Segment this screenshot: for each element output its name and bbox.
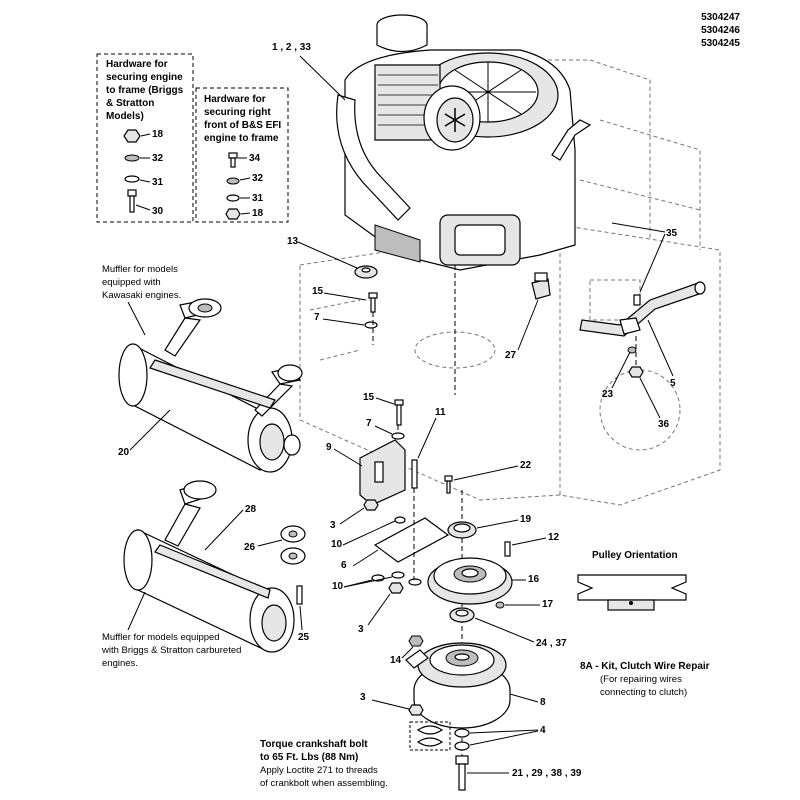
callout-1-2-33: 1 , 2 , 33: [272, 42, 311, 53]
callout-12: 12: [548, 532, 560, 543]
hose-assembly: 5 23 36: [579, 281, 706, 430]
callout-3: 3: [360, 692, 366, 703]
callout-24-37: 24 , 37: [536, 638, 567, 649]
callout-32: 32: [252, 173, 264, 184]
callout-3: 3: [358, 624, 364, 635]
callout-28: 28: [245, 504, 257, 515]
torque-title-line: to 65 Ft. Lbs (88 Nm): [260, 752, 358, 763]
pulley-orientation: Pulley Orientation: [577, 550, 687, 611]
callout-8: 8: [540, 697, 546, 708]
box-title-line: engine to frame: [204, 133, 279, 144]
callout-36: 36: [658, 419, 670, 430]
nut-icon: [225, 208, 241, 220]
pulley-clutch-stack: 19 12 16 17 24 , 37 14 8 3: [360, 490, 582, 791]
clutch-kit-title: 8A - Kit, Clutch Wire Repair: [580, 661, 710, 672]
fuel-fitting: 27: [505, 272, 551, 361]
callout-11: 11: [435, 407, 446, 418]
hardware-box-briggs: Hardware for securing engine to frame (B…: [96, 53, 194, 223]
box-title-line: securing engine: [106, 72, 183, 83]
pulley-orientation-title: Pulley Orientation: [592, 550, 678, 561]
callout-3: 3: [330, 520, 336, 531]
callout-16: 16: [528, 574, 540, 585]
idler-bracket-assembly: 15 7 9 11 22 3 10 6 10 3: [326, 392, 532, 635]
callout-21-29-38-39: 21 , 29 , 38 , 39: [512, 768, 582, 779]
lock-washer-icon: [226, 177, 240, 185]
note-line: with Briggs & Stratton carbureted: [101, 645, 241, 656]
callout-9: 9: [326, 442, 332, 453]
flat-washer-icon: [124, 175, 140, 183]
box-title-line: securing right: [204, 107, 271, 118]
callout-18: 18: [152, 129, 164, 140]
torque-note: Torque crankshaft bolt to 65 Ft. Lbs (88…: [260, 739, 388, 789]
callout-10: 10: [332, 581, 344, 592]
callout-7: 7: [314, 312, 320, 323]
model-number: 5304246: [701, 25, 740, 36]
engine: [336, 14, 592, 271]
note-line: Kawasaki engines.: [102, 290, 181, 301]
nut-icon: [123, 129, 141, 143]
model-numbers: 5304247 5304246 5304245: [701, 12, 740, 49]
callout-15: 15: [363, 392, 375, 403]
callout-7: 7: [366, 418, 372, 429]
callout-15: 15: [312, 286, 324, 297]
callout-25: 25: [298, 632, 310, 643]
crank-bolt: [455, 755, 469, 791]
callout-31: 31: [252, 193, 264, 204]
callout-17: 17: [542, 599, 554, 610]
bolt-icon: [228, 152, 238, 168]
torque-title-line: Torque crankshaft bolt: [260, 739, 368, 750]
box-title-line: to frame (Briggs: [106, 85, 184, 96]
callout-31: 31: [152, 177, 164, 188]
note-line: engines.: [102, 658, 138, 669]
box-title-line: Hardware for: [204, 94, 266, 105]
hardware-box-efi: Hardware for securing right front of B&S…: [195, 87, 289, 223]
note-line: Muffler for models: [102, 264, 178, 275]
callout-5: 5: [670, 378, 676, 389]
callout-4: 4: [540, 725, 546, 736]
callout-6: 6: [341, 560, 347, 571]
muffler-kawasaki: Muffler for models equipped with Kawasak…: [102, 264, 303, 473]
callout-23: 23: [602, 389, 614, 400]
torque-desc-line: Apply Loctite 271 to threads: [260, 765, 378, 776]
clutch-kit-note: 8A - Kit, Clutch Wire Repair (For repair…: [580, 661, 710, 698]
model-number: 5304247: [701, 12, 740, 23]
model-number: 5304245: [701, 38, 740, 49]
engine-mount-hardware: 13 15 7: [287, 236, 456, 395]
spacer-pair: [409, 721, 451, 751]
callout-27: 27: [505, 350, 517, 361]
callout-14: 14: [390, 655, 402, 666]
callout-30: 30: [152, 206, 164, 217]
callout-26: 26: [244, 542, 256, 553]
mower-frame: [299, 59, 721, 506]
callout-32: 32: [152, 153, 164, 164]
flat-washer-icon: [226, 194, 240, 202]
clutch-kit-desc: (For repairing wires: [600, 674, 682, 685]
note-line: equipped with: [102, 277, 161, 288]
callout-19: 19: [520, 514, 532, 525]
callout-18: 18: [252, 208, 264, 219]
callout-22: 22: [520, 460, 532, 471]
callout-10: 10: [331, 539, 343, 550]
box-title-line: Models): [106, 111, 144, 122]
muffler-briggs: 28 26 25 Muffler for models equipped wit…: [101, 480, 310, 669]
clutch-kit-desc: connecting to clutch): [600, 687, 687, 698]
callout-35: 35: [666, 228, 678, 239]
torque-desc-line: of crankbolt when assembling.: [260, 778, 388, 789]
callout-20: 20: [118, 447, 130, 458]
callout-34: 34: [249, 153, 261, 164]
box-title-line: front of B&S EFI: [204, 120, 281, 131]
box-title-line: Hardware for: [106, 59, 168, 70]
box-title-line: & Stratton: [106, 98, 154, 109]
lock-washer-icon: [124, 154, 140, 162]
bolt-icon: [127, 189, 137, 213]
note-line: Muffler for models equipped: [102, 632, 220, 643]
callout-13: 13: [287, 236, 299, 247]
